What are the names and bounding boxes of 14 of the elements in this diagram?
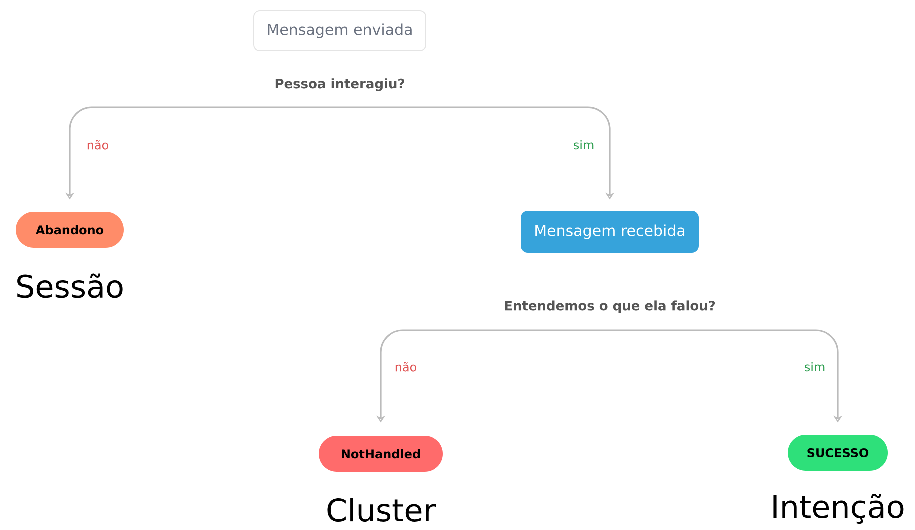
category-heading: Cluster: [328, 498, 436, 522]
status-pill: Abandono: [16, 212, 124, 248]
edge-label: sim: [805, 362, 825, 372]
edge-label: sim: [574, 140, 594, 150]
category-heading: Sessão: [18, 274, 123, 298]
message-box: Mensagem recebida: [521, 211, 699, 253]
status-pill: SUCESSO: [788, 435, 888, 471]
question-text: Pessoa interagiu?: [276, 78, 404, 92]
message-box: Mensagem enviada: [254, 10, 426, 52]
question-text: Entendemos o que ela falou?: [505, 300, 716, 314]
category-heading: Intenção: [774, 494, 904, 524]
edge-label: não: [396, 362, 416, 372]
edge-label: não: [88, 140, 108, 150]
status-pill: NotHandled: [319, 436, 443, 472]
